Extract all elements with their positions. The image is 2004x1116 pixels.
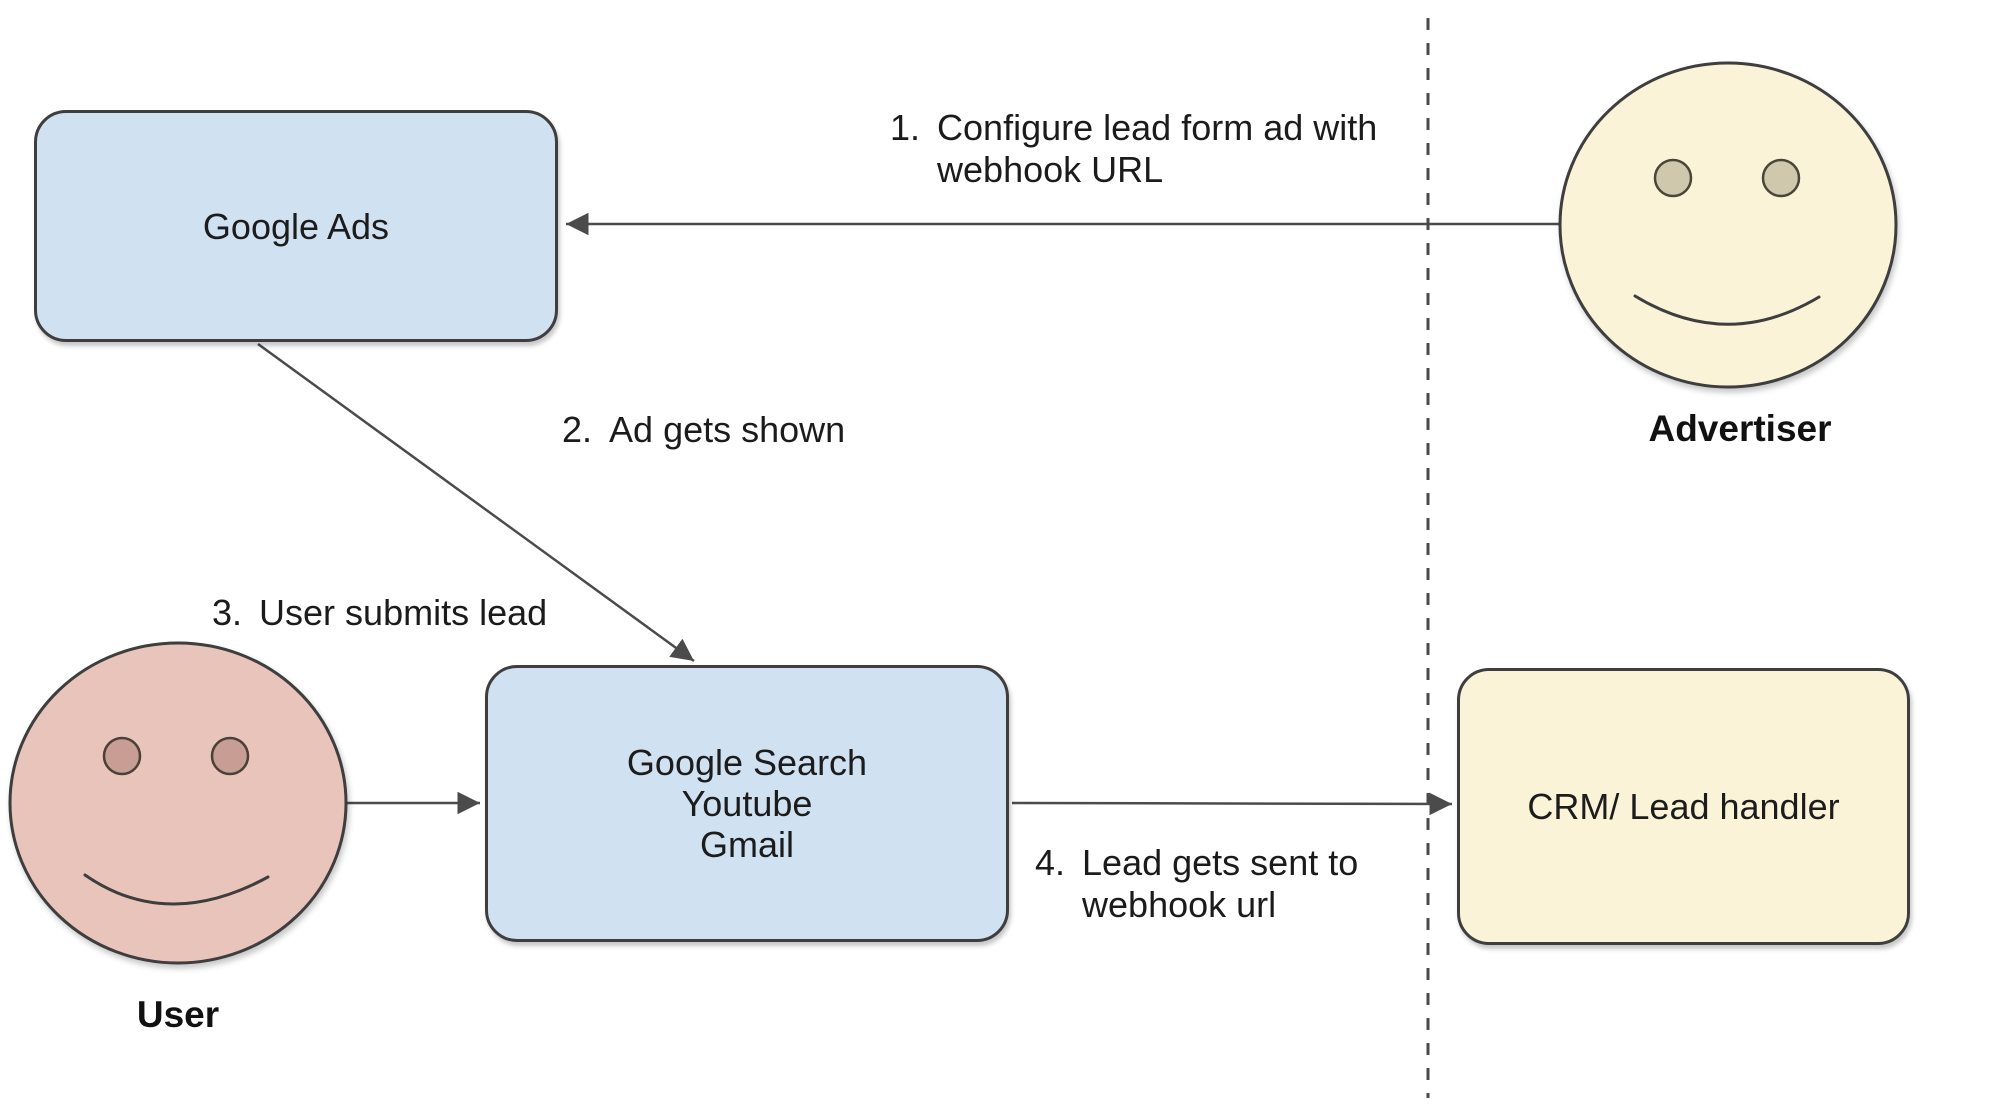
node-crm-label: CRM/ Lead handler [1527,786,1840,827]
step-1-text-line1: Configure lead form ad with [937,107,1378,148]
user-smile-icon [83,873,270,906]
step-1-number: 1. [890,107,921,148]
node-google-surfaces-line2: Youtube [681,783,813,824]
node-google-ads-label: Google Ads [202,205,390,247]
step-2-label: 2. Ad gets shown [562,409,845,451]
step-4-number: 4. [1035,842,1066,883]
node-google-surfaces-line3: Gmail [699,824,794,865]
step-3-number: 3. [212,592,243,633]
arrow-lead-to-webhook [1011,792,1453,816]
arrow-ad-gets-shown [257,342,695,663]
step-1-label: 1. Configure lead form ad with webhook U… [890,107,1377,191]
step-2-text-line1: Ad gets shown [609,409,846,450]
advertiser-smile-icon [1633,294,1821,326]
node-google-surfaces: Google Search Youtube Gmail [485,665,1009,942]
step-4-text-line2: webhook url [1082,884,1277,925]
advertiser-right-eye-icon [1761,158,1801,198]
step-3-text-line1: User submits lead [259,592,548,633]
step-2-number: 2. [562,409,593,450]
step-4-label: 4. Lead gets sent to webhook url [1035,842,1358,926]
advertiser-label: Advertiser [1648,408,1832,449]
node-google-ads: Google Ads [34,110,558,342]
node-google-surfaces-line1: Google Search [626,742,868,783]
node-crm-lead-handler: CRM/ Lead handler [1457,668,1910,945]
step-4-text-line1: Lead gets sent to [1082,842,1359,883]
user-left-eye-icon [102,736,142,776]
step-1-text-line2: webhook URL [937,149,1164,190]
step-3-label: 3. User submits lead [212,592,547,634]
user-right-eye-icon [210,736,250,776]
advertiser-face-icon [1558,61,1898,389]
user-face-icon [8,641,348,965]
user-label: User [136,994,220,1035]
advertiser-left-eye-icon [1653,158,1693,198]
